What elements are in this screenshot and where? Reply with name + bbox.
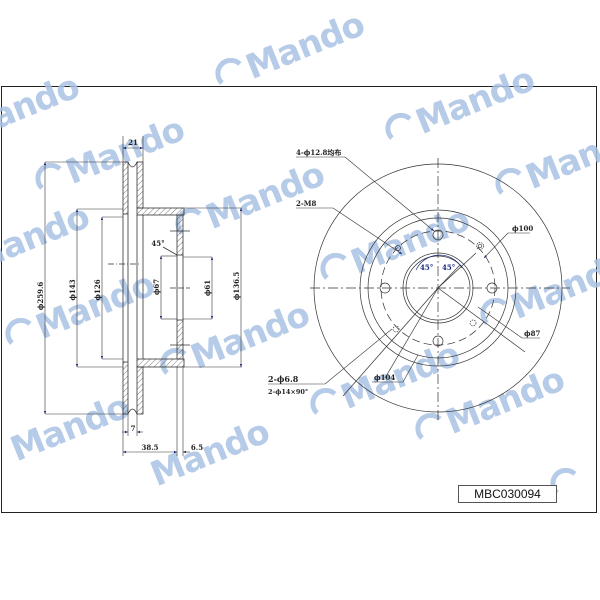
callout-d104: ϕ104	[374, 373, 395, 382]
dim-total-thickness: 21	[128, 138, 138, 147]
dim-d126: ϕ126	[93, 279, 102, 300]
front-view	[310, 158, 570, 420]
callout-pin-chamfer: 2-ϕ14×90°	[268, 388, 308, 396]
front-view-callouts: 4-ϕ12.8均布 2-M8 ϕ100 ϕ87 ϕ104 2-ϕ6.8 2-ϕ1…	[268, 148, 540, 396]
bolt-holes	[379, 229, 498, 347]
side-section-view	[108, 161, 190, 415]
outer-plate-bottom-left	[122, 361, 129, 415]
dim-chamfer-angle: 45°	[151, 239, 164, 248]
callout-pcd-100: ϕ100	[512, 224, 533, 233]
hat-wall-bottom	[176, 319, 184, 360]
side-view-dimensions	[43, 136, 243, 456]
callout-angle-right: 45°	[442, 263, 455, 272]
part-number-label: MBC030094	[458, 485, 557, 503]
dim-d136-5: ϕ136.5	[232, 272, 241, 301]
callout-d87: ϕ87	[524, 329, 540, 338]
drawing-frame	[1, 86, 597, 513]
dim-hat-offset: 6.5	[191, 443, 203, 452]
outer-plate-top-left	[122, 161, 129, 215]
hat-flange-bottom	[136, 358, 185, 368]
callout-threaded-holes: 2-M8	[296, 199, 317, 208]
dim-d67: ϕ67	[152, 279, 161, 295]
callout-pin-holes: 2-ϕ6.8	[268, 374, 299, 384]
front-view-leaders	[268, 156, 540, 385]
dim-hat-height: 38.5	[141, 443, 158, 452]
outer-plate-top-right	[136, 161, 144, 209]
hat-flange-top	[136, 207, 185, 216]
callout-bolt-holes: 4-ϕ12.8均布	[296, 148, 341, 157]
dim-d143: ϕ143	[68, 279, 77, 300]
callout-angle-left: 45°	[420, 263, 433, 272]
outer-plate-bottom-right	[136, 366, 144, 415]
dim-vent-gap: 7	[131, 424, 136, 433]
hat-wall-top	[176, 214, 184, 256]
dim-d61: ϕ61	[203, 280, 212, 296]
side-view-dim-texts: ϕ259.6 ϕ143 ϕ126 ϕ67 ϕ61 ϕ136.5 21 7 38.…	[36, 138, 241, 452]
dim-outer-diameter: ϕ259.6	[36, 282, 45, 311]
